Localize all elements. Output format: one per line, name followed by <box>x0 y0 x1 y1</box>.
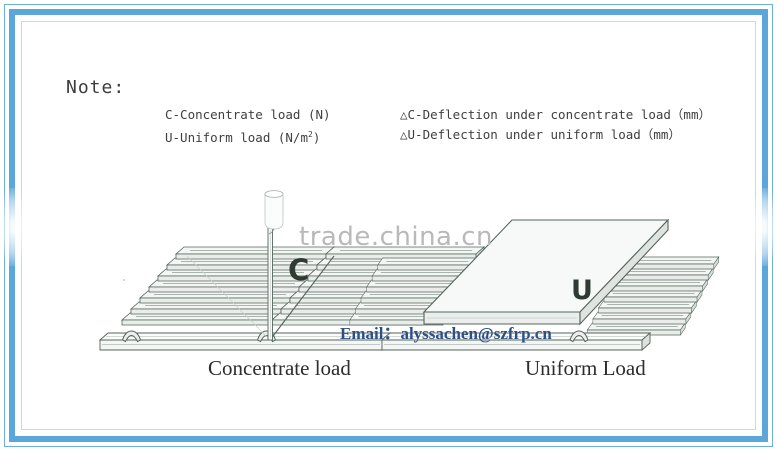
content-canvas: Note: C-Concentrate load (N) U-Uniform l… <box>22 22 755 429</box>
right-support-rail <box>380 332 652 351</box>
left-support-rail <box>98 332 392 351</box>
grating-load-diagram <box>82 172 722 372</box>
note-uniform-text: U-Uniform load (N/m <box>165 130 308 146</box>
note-uniform-superscript: 2 <box>308 130 313 139</box>
note-right-column: △C-Deflection under concentrate load（mm）… <box>400 105 711 145</box>
left-load-plane-edge <box>186 255 335 341</box>
note-left-column: C-Concentrate load (N) U-Uniform load (N… <box>165 105 331 148</box>
slab-side-face <box>579 218 669 326</box>
grating-load-diagram-svg <box>98 190 720 351</box>
load-post-cylinder <box>264 193 284 230</box>
note-line-uniform-load: U-Uniform load (N/m2) <box>165 125 331 148</box>
note-line-deflection-uniform: △U-Deflection under uniform load（mm） <box>400 127 681 142</box>
concentrated-load-post <box>264 190 284 341</box>
caption-concentrate-load: Concentrate load <box>208 356 351 380</box>
note-line-concentrate-load: C-Concentrate load (N) <box>165 107 331 122</box>
uniform-load-slab <box>422 218 670 326</box>
caption-uniform-load: Uniform Load <box>525 356 646 380</box>
diagram-right-panel <box>349 218 720 351</box>
note-uniform-tail: ) <box>312 130 321 146</box>
note-line-deflection-concentrate: △C-Deflection under concentrate load（mm） <box>400 107 711 122</box>
note-title: Note: <box>66 77 126 98</box>
scan-speck <box>123 279 125 281</box>
